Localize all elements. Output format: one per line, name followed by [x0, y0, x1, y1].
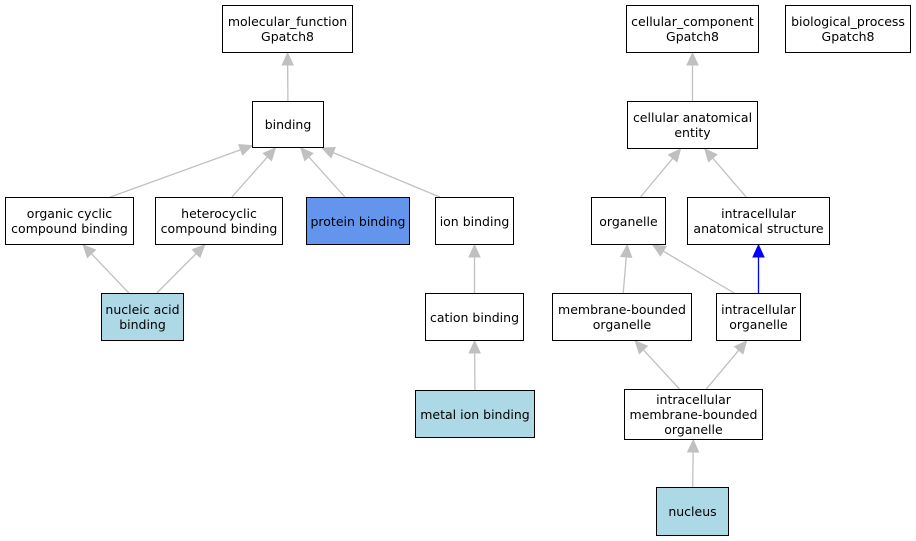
- edge-ias-to-cae: [712, 157, 747, 198]
- node-cellular-anatomical-entity[interactable]: cellular anatomical entity: [627, 101, 758, 149]
- node-heterocyclic-compound-binding[interactable]: heterocyclic compound binding: [155, 197, 283, 245]
- arrowhead-organic_cyclic-to-binding: [238, 144, 254, 156]
- edge-mbo-to-organelle: [622, 256, 627, 294]
- arrowhead-nucleic_acid-to-organic_cyclic: [82, 244, 97, 259]
- node-protein-binding[interactable]: protein binding: [306, 197, 410, 245]
- node-cellular-component[interactable]: cellular_component Gpatch8: [626, 5, 759, 53]
- arrowhead-binding-to-mf_root: [281, 51, 294, 66]
- arrowhead-nucleic_acid-to-heterocyclic: [191, 244, 206, 259]
- node-metal-ion-binding[interactable]: metal ion binding: [415, 390, 535, 438]
- node-membrane-bounded-organelle[interactable]: membrane-bounded organelle: [552, 293, 692, 341]
- edge-nucleic_acid-to-heterocyclic: [156, 253, 197, 294]
- edge-ion_binding-to-binding: [332, 152, 440, 198]
- node-binding[interactable]: binding: [252, 101, 324, 148]
- edge-nucleic_acid-to-organic_cyclic: [90, 253, 130, 294]
- arrowhead-cae-to-cc_root: [686, 51, 699, 66]
- arrowhead-imbo-to-io: [733, 340, 748, 355]
- node-organic-cyclic-compound-binding[interactable]: organic cyclic compound binding: [5, 197, 134, 245]
- edge-organic_cyclic-to-binding: [110, 149, 241, 198]
- arrowhead-imbo-to-mbo: [634, 340, 649, 355]
- edge-heterocyclic-to-binding: [231, 156, 268, 198]
- arrowhead-io-to-organelle: [651, 244, 667, 257]
- arrowhead-cation_binding-to-ion_binding: [468, 243, 481, 258]
- edge-imbo-to-io: [705, 349, 740, 390]
- edge-organelle-to-cae: [640, 157, 674, 198]
- node-intracellular-anatomical-structure[interactable]: intracellular anatomical structure: [687, 197, 830, 245]
- node-biological-process[interactable]: biological_process Gpatch8: [785, 5, 911, 53]
- arrowhead-protein_binding-to-binding: [299, 147, 314, 162]
- node-molecular-function[interactable]: molecular_function Gpatch8: [222, 5, 353, 53]
- node-organelle[interactable]: organelle: [591, 197, 666, 245]
- edge-imbo-to-mbo: [642, 349, 680, 390]
- edge-protein_binding-to-binding: [308, 156, 346, 198]
- node-intracellular-organelle[interactable]: intracellular organelle: [716, 293, 801, 341]
- node-intracellular-membrane-bounded-organelle[interactable]: intracellular membrane-bounded organelle: [624, 389, 763, 440]
- node-nucleic-acid-binding[interactable]: nucleic acid binding: [101, 293, 184, 341]
- edge-io-to-organelle: [662, 250, 735, 294]
- arrowhead-ion_binding-to-binding: [320, 147, 337, 159]
- arrowhead-organelle-to-cae: [667, 148, 682, 163]
- arrowhead-ias-to-cae: [704, 148, 718, 163]
- arrowhead-nucleus-to-imbo: [686, 438, 700, 453]
- arrowhead-io-to-ias: [752, 243, 765, 258]
- node-cation-binding[interactable]: cation binding: [425, 293, 524, 341]
- node-nucleus[interactable]: nucleus: [656, 487, 729, 536]
- arrowhead-metal_ion-to-cation_binding: [468, 339, 481, 354]
- arrowhead-heterocyclic-to-binding: [262, 147, 277, 162]
- node-ion-binding[interactable]: ion binding: [435, 197, 514, 245]
- arrowhead-mbo-to-organelle: [619, 243, 633, 258]
